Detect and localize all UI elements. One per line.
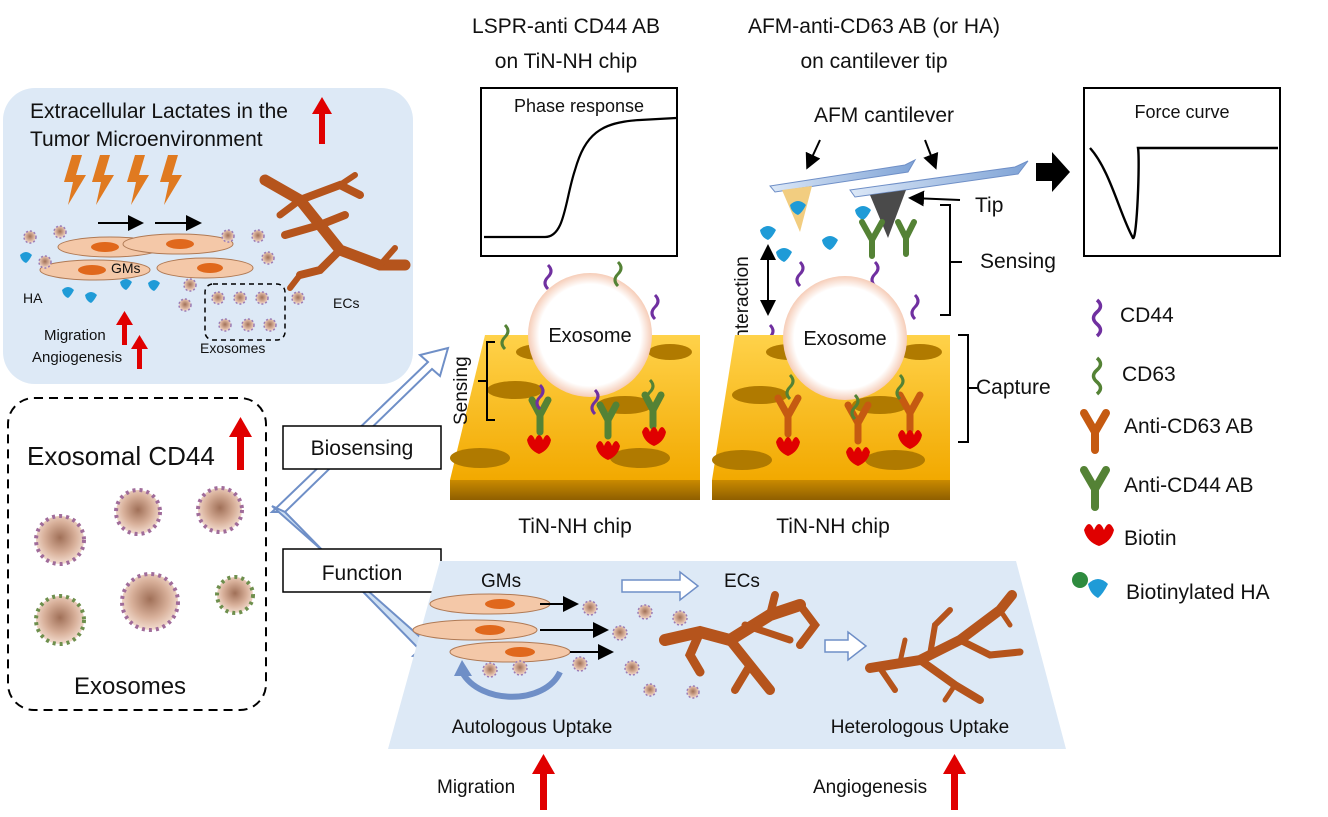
function-exosomes bbox=[482, 600, 700, 699]
lspr-title-line1: LSPR-anti CD44 AB bbox=[472, 15, 660, 38]
gms-label: GMs bbox=[111, 260, 141, 276]
lspr-cd44-markers bbox=[535, 263, 660, 416]
function-angiogenesis-up-arrow bbox=[943, 754, 966, 810]
afm-cantilever-left bbox=[769, 158, 917, 193]
exosome-particles bbox=[34, 486, 255, 646]
function-gm-cells bbox=[412, 593, 571, 663]
force-curve-line bbox=[1089, 146, 1278, 240]
small-exosomes bbox=[23, 225, 305, 312]
lspr-title-line2: on TiN-NH chip bbox=[495, 50, 637, 73]
legend-anti-cd44: Anti-CD44 AB bbox=[1124, 474, 1254, 497]
afm-section: AFM-anti-CD63 AB (or HA) on cantilever t… bbox=[712, 15, 1281, 538]
function-label: Function bbox=[322, 562, 403, 585]
lspr-sensing-label: Sensing bbox=[451, 356, 472, 425]
exosomal-cd44-box: Exosomal CD44 Exosomes bbox=[7, 397, 267, 711]
lspr-cd63-markers bbox=[500, 260, 655, 406]
exosomes-label: Exosomes bbox=[200, 340, 265, 356]
function-ecs-label: ECs bbox=[724, 571, 760, 592]
exosomes-footer: Exosomes bbox=[74, 673, 186, 700]
afm-capture-label: Capture bbox=[976, 376, 1051, 399]
tumor-title-line2: Tumor Microenvironment bbox=[30, 128, 263, 151]
function-angiogenesis-label: Angiogenesis bbox=[813, 777, 927, 798]
autologous-loop-arrow bbox=[459, 670, 563, 700]
afm-exosome bbox=[783, 276, 907, 400]
legend-anti-cd63-icon bbox=[1080, 409, 1110, 454]
function-ec-vessels-right bbox=[865, 590, 1024, 704]
angiogenesis-up-arrow bbox=[131, 335, 148, 369]
legend-cd63: CD63 bbox=[1122, 363, 1176, 386]
function-gms-label: GMs bbox=[481, 571, 521, 592]
function-migration-label: Migration bbox=[437, 777, 515, 798]
lspr-antibodies bbox=[527, 391, 666, 460]
afm-chip-label: TiN-NH chip bbox=[776, 515, 890, 538]
autologous-uptake-label: Autologous Uptake bbox=[452, 717, 613, 738]
afm-exosome-label: Exosome bbox=[803, 328, 886, 350]
legend-cd44: CD44 bbox=[1120, 304, 1174, 327]
afm-capture-bracket bbox=[958, 334, 969, 443]
heterologous-uptake-label: Heterologous Uptake bbox=[831, 717, 1010, 738]
to-force-curve-arrow bbox=[1036, 152, 1070, 192]
phase-response-title: Phase response bbox=[514, 96, 644, 116]
afm-tip-antibodies bbox=[859, 219, 917, 259]
legend-biotinylated-ha-icon bbox=[1072, 572, 1108, 598]
exosomal-cd44-title: Exosomal CD44 bbox=[27, 441, 215, 471]
legend-anti-cd63: Anti-CD63 AB bbox=[1124, 415, 1254, 438]
function-migration-up-arrow bbox=[532, 754, 555, 810]
function-button[interactable]: Function bbox=[282, 548, 442, 593]
lspr-exosome bbox=[528, 273, 652, 397]
ecs-label: ECs bbox=[333, 295, 359, 311]
force-curve-plot bbox=[1083, 87, 1281, 257]
biosensing-label: Biosensing bbox=[311, 437, 414, 460]
phase-response-curve bbox=[484, 116, 677, 239]
legend-biotin-icon bbox=[1084, 524, 1114, 546]
lspr-exosome-label: Exosome bbox=[548, 325, 631, 347]
afm-title-line2: on cantilever tip bbox=[800, 50, 947, 73]
phase-response-plot bbox=[480, 87, 678, 257]
afm-title-line1: AFM-anti-CD63 AB (or HA) bbox=[748, 15, 1000, 38]
branch-arrows bbox=[269, 346, 450, 665]
ha-icon bbox=[20, 252, 160, 303]
legend-cd44-icon bbox=[1091, 298, 1103, 338]
exosome-cluster-box bbox=[204, 283, 286, 341]
afm-tip bbox=[870, 190, 906, 238]
legend-anti-cd44-icon bbox=[1080, 466, 1110, 511]
afm-tip-label: Tip bbox=[975, 194, 1003, 217]
lightning-icon bbox=[64, 155, 182, 205]
biosensing-button[interactable]: Biosensing bbox=[282, 425, 442, 470]
afm-ha-ligands bbox=[760, 201, 871, 262]
cd44-up-arrow bbox=[229, 417, 252, 470]
legend: CD44 CD63 Anti-CD63 AB Anti-CD44 AB Biot… bbox=[1072, 298, 1270, 604]
ec-vessels bbox=[259, 172, 411, 291]
afm-cantilever-label: AFM cantilever bbox=[814, 104, 954, 127]
tumor-microenvironment-panel: Extracellular Lactates in the Tumor Micr… bbox=[3, 88, 413, 384]
afm-cd63-markers bbox=[785, 373, 905, 421]
lactate-up-arrow bbox=[312, 97, 332, 144]
function-ec-vessels-left bbox=[659, 591, 820, 695]
legend-cd63-icon bbox=[1091, 356, 1103, 396]
migration-label: Migration bbox=[44, 327, 106, 344]
ha-label: HA bbox=[23, 290, 43, 306]
afm-sensing-label: Sensing bbox=[980, 250, 1056, 273]
afm-cantilever-right bbox=[849, 160, 1029, 198]
afm-interaction-label: Interaction bbox=[732, 256, 753, 345]
angiogenesis-label: Angiogenesis bbox=[32, 349, 122, 366]
lspr-chip-label: TiN-NH chip bbox=[518, 515, 632, 538]
legend-biotinylated-ha: Biotinylated HA bbox=[1126, 581, 1270, 604]
migration-up-arrow bbox=[116, 311, 133, 345]
afm-sensing-bracket bbox=[940, 204, 951, 316]
tumor-title-line1: Extracellular Lactates in the bbox=[30, 100, 288, 123]
gm-cells bbox=[39, 233, 254, 281]
function-panel: GMs ECs bbox=[388, 561, 1066, 749]
lspr-section: LSPR-anti CD44 AB on TiN-NH chip Phase r… bbox=[450, 15, 700, 538]
legend-biotin: Biotin bbox=[1124, 527, 1177, 550]
force-curve-title: Force curve bbox=[1134, 102, 1229, 122]
